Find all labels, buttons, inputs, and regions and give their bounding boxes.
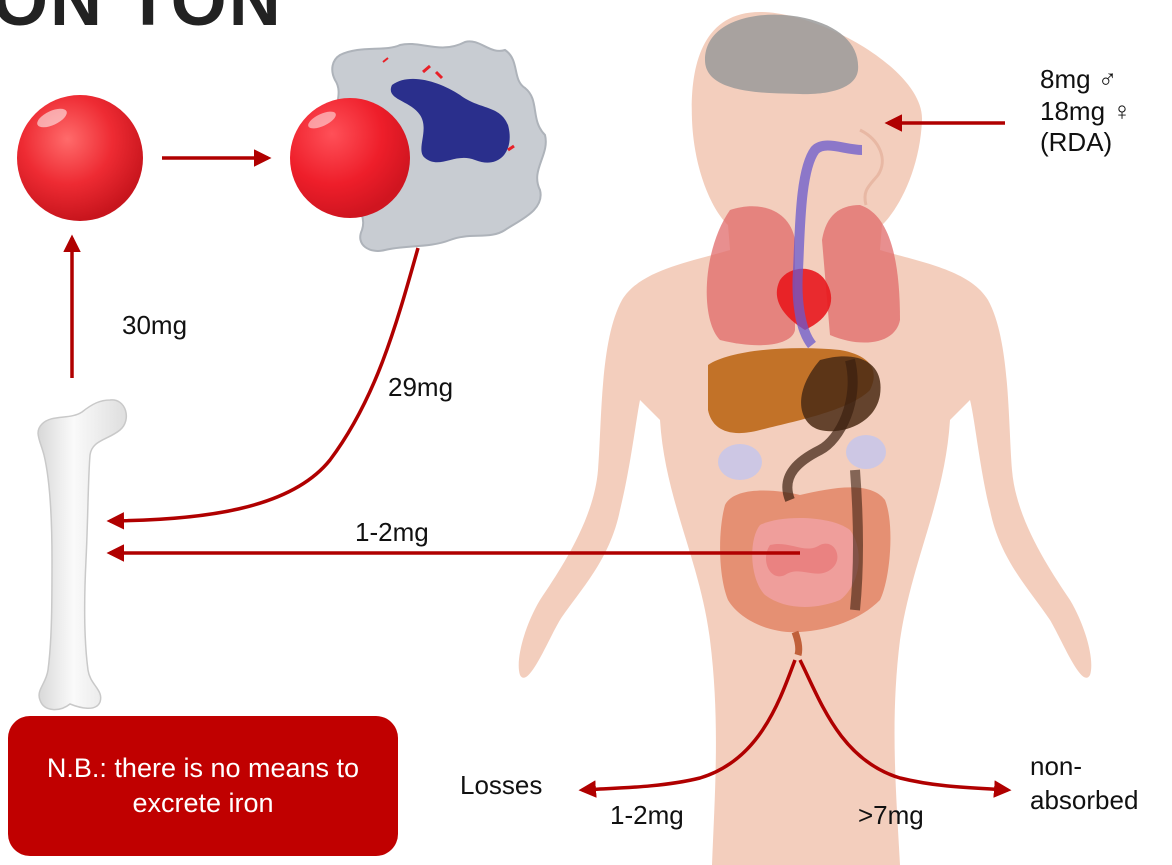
intake-rda: 8mg ♂ 18mg ♀ (RDA) bbox=[1040, 64, 1132, 159]
label-macrophage-to-bone: 29mg bbox=[388, 372, 453, 403]
label-non-absorbed-amount: >7mg bbox=[858, 800, 924, 831]
intake-note: (RDA) bbox=[1040, 127, 1132, 159]
title-fragment: ON TON bbox=[0, 0, 283, 42]
macrophage-icon bbox=[290, 41, 546, 251]
arrow-macrophage-to-bone bbox=[110, 248, 418, 521]
label-bone-to-rbc: 30mg bbox=[122, 310, 187, 341]
label-losses-amount: 1-2mg bbox=[610, 800, 684, 831]
label-gut-to-bone: 1-2mg bbox=[355, 517, 429, 548]
note-box: N.B.: there is no means to excrete iron bbox=[8, 716, 398, 856]
human-body-icon bbox=[519, 12, 1092, 865]
intake-male: 8mg ♂ bbox=[1040, 64, 1132, 96]
label-losses: Losses bbox=[460, 770, 542, 801]
intake-female: 18mg ♀ bbox=[1040, 96, 1132, 128]
red-blood-cell-icon bbox=[17, 95, 143, 221]
label-non-absorbed: non-absorbed bbox=[1030, 750, 1170, 818]
